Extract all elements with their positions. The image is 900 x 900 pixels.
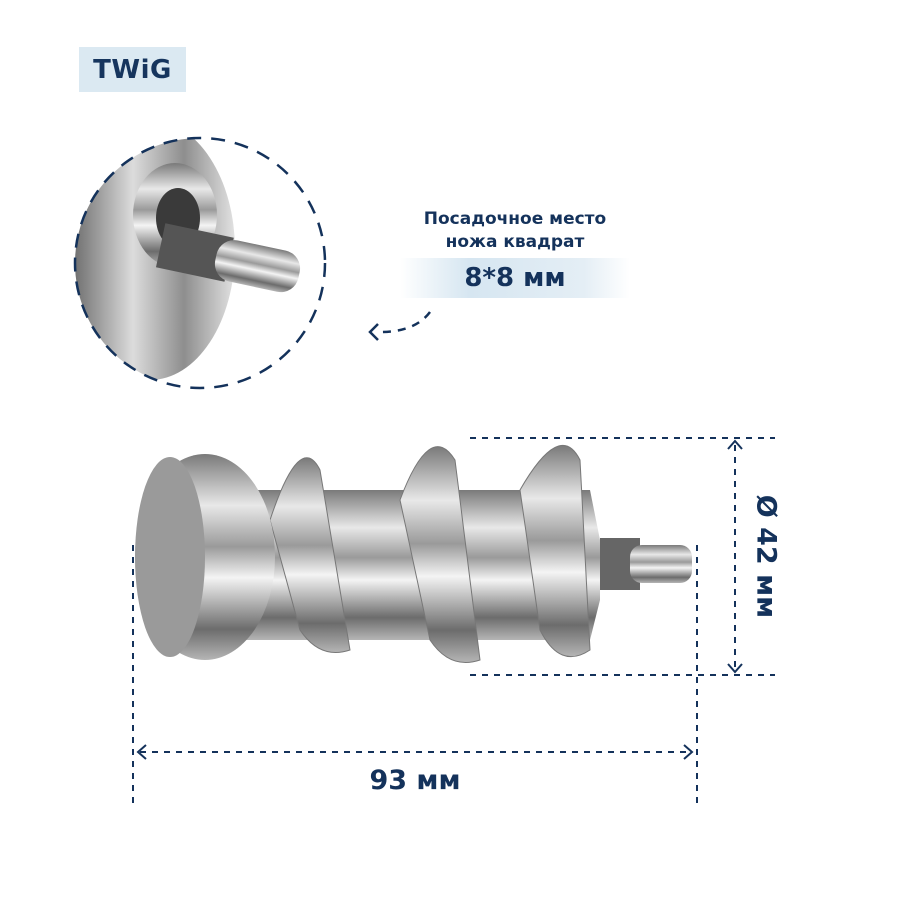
arrow-icon bbox=[379, 311, 431, 334]
callout-line1: Посадочное место bbox=[423, 209, 607, 229]
callout-line2: ножа квадрат bbox=[445, 232, 585, 252]
dimension-lines bbox=[132, 437, 775, 805]
auger-image bbox=[135, 444, 692, 663]
brand-logo: TWiG bbox=[79, 47, 186, 92]
length-label: 93 мм bbox=[369, 765, 461, 796]
callout-size: 8*8 мм bbox=[400, 258, 630, 298]
diameter-label: Ø 42 мм bbox=[750, 494, 782, 619]
callout-text: Посадочное место ножа квадрат 8*8 мм bbox=[400, 208, 630, 298]
arrow-head-icon bbox=[368, 323, 379, 341]
detail-zoom-image bbox=[73, 136, 327, 390]
logo-text: TWiG bbox=[93, 54, 172, 85]
dashed-circle bbox=[73, 136, 327, 390]
